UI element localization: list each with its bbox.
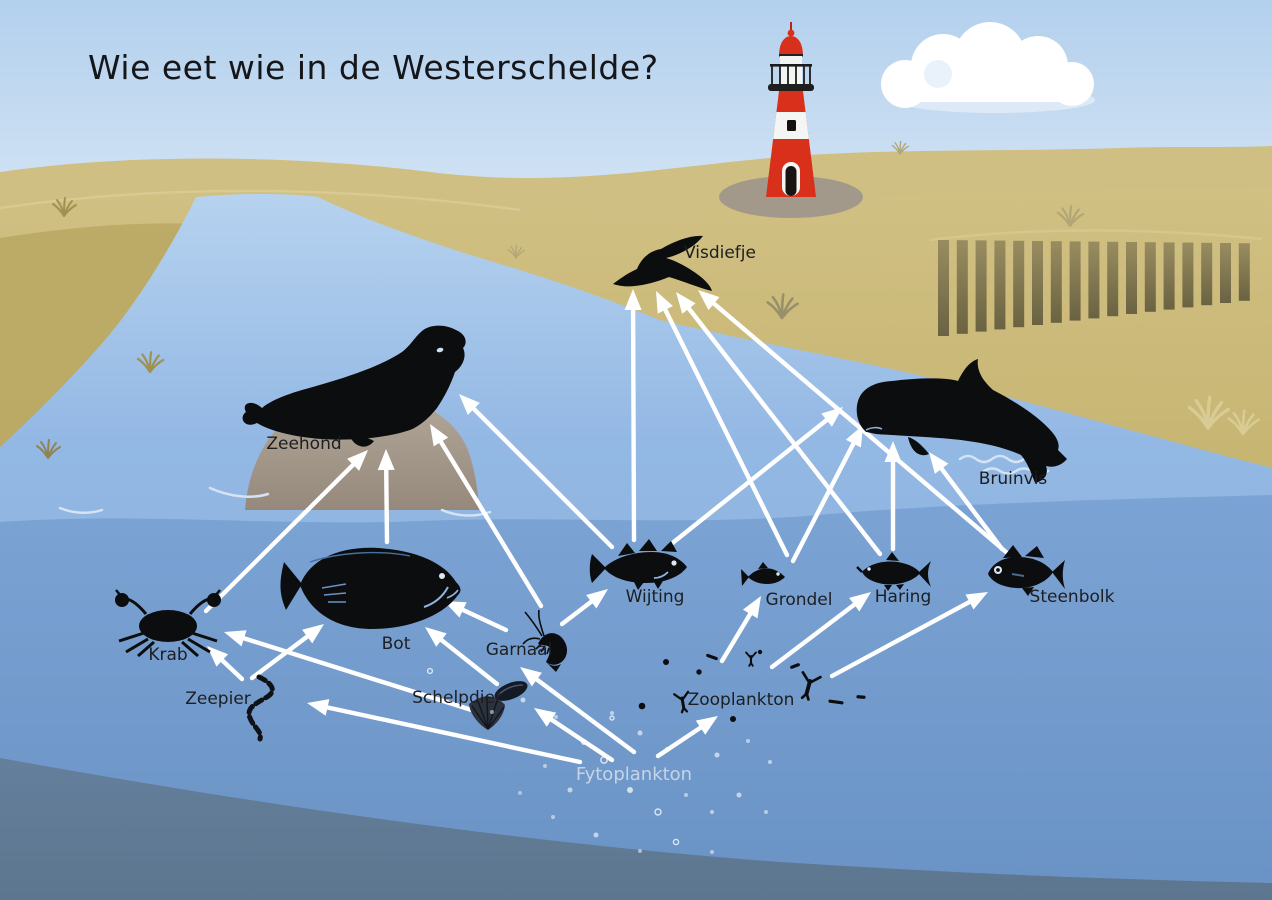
seafloor-bank (0, 758, 1272, 900)
schelpdier-shellfish-icon (469, 681, 528, 730)
arrow-wijting-to-visdiefje (624, 289, 642, 543)
label-bruinvis: Bruinvis (978, 469, 1048, 489)
animal-silhouettes (115, 235, 1067, 742)
label-wijting: Wijting (625, 587, 685, 607)
arrow-zeepier-to-bot (249, 624, 324, 681)
label-zeehond: Zeehond (266, 434, 342, 454)
arrow-garnaal-to-zeehond (430, 424, 544, 609)
haring-fish-icon (856, 552, 931, 591)
arrow-zeepier-to-krab (207, 646, 245, 682)
arrow-schelpdier-to-krab (224, 630, 481, 715)
lighthouse-icon (766, 22, 816, 197)
label-krab: Krab (148, 645, 188, 665)
arrow-steenbolk-to-bruinvis (929, 452, 1005, 552)
arrow-haring-to-visdiefje (676, 292, 883, 557)
label-garnaal: Garnaal (485, 640, 553, 660)
bruinvis-porpoise-icon (856, 359, 1067, 483)
dune-crest-line (0, 189, 521, 212)
arrow-fytoplankton-to-zeepier (307, 699, 583, 765)
garnaal-shrimp-icon (522, 609, 568, 672)
zeepier-worm-icon (246, 674, 275, 742)
arrow-zooplankton-to-steenbolk (829, 592, 988, 679)
arrow-krab-to-zeehond (203, 450, 368, 614)
label-haring: Haring (874, 587, 932, 607)
visdiefje-tern-icon (613, 235, 712, 291)
label-steenbolk: Steenbolk (1029, 587, 1115, 607)
page-title: Wie eet wie in de Westerschelde? (88, 48, 659, 87)
arrow-grondel-to-bruinvis (790, 425, 863, 564)
bot-flounder-icon (280, 547, 461, 629)
arrow-bot-to-zeehond (377, 449, 395, 545)
grondel-fish-icon (741, 562, 785, 586)
dune-grass (36, 140, 1260, 459)
arrow-garnaal-to-bot (444, 601, 509, 633)
arrow-fytoplankton-to-garnaal (520, 667, 637, 755)
fytoplankton-specks-icon (426, 667, 772, 854)
arrow-garnaal-to-wijting (559, 589, 608, 627)
label-bot: Bot (381, 634, 411, 654)
wijting-fish-icon (589, 539, 687, 590)
arrow-fytoplankton-to-zooplankton (655, 716, 718, 759)
zeehond-seal-icon (242, 325, 466, 447)
dune-fence (938, 240, 1250, 336)
arrow-steenbolk-to-visdiefje (698, 290, 1009, 555)
arrow-grondel-to-visdiefje (656, 291, 790, 558)
dune-crest-line-2 (929, 229, 1263, 242)
arrow-zooplankton-to-grondel (719, 596, 761, 664)
krab-crab-icon (115, 589, 221, 658)
steenbolk-fish-icon (988, 545, 1065, 596)
label-grondel: Grondel (765, 590, 833, 610)
arrow-zooplankton-to-haring (769, 592, 871, 670)
arrow-wijting-to-bruinvis (667, 407, 843, 548)
label-zooplankton: Zooplankton (687, 690, 795, 710)
label-zeepier: Zeepier (185, 689, 251, 709)
arrow-fytoplankton-to-schelpdier (534, 708, 615, 763)
arrow-wijting-to-zeehond (459, 394, 615, 550)
food-web-arrows (203, 289, 1009, 765)
arrow-schelpdier-to-bot (425, 627, 500, 687)
label-visdiefje: Visdiefje (684, 243, 756, 263)
arrow-haring-to-bruinvis (884, 441, 902, 552)
zooplankton-specks-icon (638, 649, 866, 722)
label-fytoplankton: Fytoplankton (575, 764, 693, 785)
label-schelpdier: Schelpdier (412, 688, 502, 708)
cloud-icon (881, 22, 1095, 113)
